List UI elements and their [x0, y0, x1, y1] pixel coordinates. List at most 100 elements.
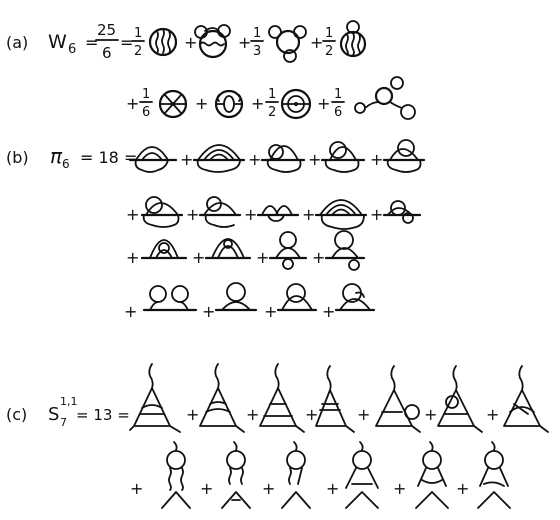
self-energy-diagram [206, 239, 250, 258]
coef-den: 6 [142, 105, 150, 120]
plus-sign: + [200, 479, 213, 498]
plus-sign: + [186, 205, 199, 224]
coef-num: 1 [268, 87, 276, 102]
plus-sign: + [126, 248, 139, 267]
vacuum-diagram-star [160, 91, 186, 117]
plus-sign: + [305, 405, 318, 424]
plus-sign: + [302, 205, 315, 224]
plus-sign: + [308, 150, 321, 169]
panel-c-lhs-sup: 1,1 [60, 395, 78, 408]
plus-sign: + [124, 302, 137, 321]
vertex-diagram [260, 364, 304, 432]
plus-sign: + [248, 150, 261, 169]
vacuum-diagram-inner-loop [216, 91, 242, 117]
panel-b-label: (b) [6, 148, 29, 167]
plus-sign: + [370, 205, 383, 224]
vertex-diagram [478, 442, 510, 508]
vertex-diagram [282, 442, 310, 508]
self-energy-diagram [316, 200, 366, 229]
plus-sign: + [238, 33, 251, 52]
panel-c-label: (c) [6, 405, 27, 424]
panel-a-frac-top: 25 [97, 21, 116, 39]
vacuum-diagram-ladder-circle [150, 29, 176, 55]
coef-den: 6 [334, 105, 342, 120]
vacuum-diagram-chain [355, 77, 415, 119]
plus-sign: + [244, 205, 257, 224]
plus-sign: + [262, 479, 275, 498]
panel-c: (c) S 1,1 7 = 13 = + + + [6, 364, 548, 508]
plus-sign: + [486, 405, 499, 424]
self-energy-diagram [326, 231, 364, 270]
coef-num: 1 [142, 87, 150, 102]
vacuum-diagram-nested [282, 90, 310, 118]
plus-sign: + [322, 302, 335, 321]
vertex-diagram [504, 366, 548, 432]
self-energy-diagram [322, 142, 364, 172]
plus-sign: + [180, 150, 193, 169]
plus-sign: + [126, 94, 139, 113]
plus-sign: + [357, 405, 370, 424]
plus-sign: + [126, 205, 139, 224]
coef-den: 2 [325, 44, 333, 59]
plus-sign: + [326, 479, 339, 498]
vertex-diagram [200, 364, 244, 432]
vertex-diagram [376, 366, 420, 432]
panel-c-lhs: S [48, 404, 59, 425]
self-energy-diagram [262, 145, 304, 172]
plus-sign: + [312, 248, 325, 267]
vacuum-diagram-ladder-bubble [341, 21, 365, 56]
vertex-diagram [316, 366, 354, 432]
vacuum-diagram-three-bubbles [269, 26, 306, 62]
plus-sign: + [456, 479, 469, 498]
vertex-diagram [346, 442, 378, 508]
vacuum-diagram-bubble-chord [195, 25, 230, 57]
plus-sign: + [251, 94, 264, 113]
coef-num: 1 [134, 26, 142, 41]
plus-sign: + [195, 94, 208, 113]
plus-sign: + [256, 248, 269, 267]
plus-sign: + [264, 302, 277, 321]
plus-sign: + [370, 150, 383, 169]
self-energy-diagram [200, 197, 240, 227]
self-energy-diagram [216, 283, 256, 310]
coef-den: 2 [268, 105, 276, 120]
panel-a-frac-bottom: 6 [102, 44, 112, 62]
self-energy-diagram [384, 140, 424, 172]
self-energy-diagram [258, 206, 298, 221]
coef-num: 1 [325, 26, 333, 41]
plus-sign: + [310, 33, 323, 52]
coef-den: 2 [134, 44, 142, 59]
panel-a-label: (a) [6, 33, 28, 52]
vertex-diagram [222, 442, 250, 508]
self-energy-diagram [142, 197, 182, 227]
panel-c-lhs-sub: 7 [60, 416, 67, 429]
self-energy-diagram [270, 232, 306, 269]
coef-num: 1 [253, 26, 261, 41]
plus-sign: + [317, 94, 330, 113]
self-energy-diagram [142, 240, 186, 258]
self-energy-diagram [144, 286, 196, 310]
panel-c-eq: = 13 = [76, 406, 130, 424]
self-energy-diagram [384, 201, 420, 223]
self-energy-diagram [194, 145, 244, 172]
vertex-diagram [416, 442, 448, 508]
plus-sign: + [202, 302, 215, 321]
plus-sign: + [246, 405, 259, 424]
vertex-diagram [438, 366, 482, 432]
coef-den: 3 [253, 44, 261, 59]
panel-a-lhs: W [48, 31, 67, 53]
coef-num: 1 [334, 87, 342, 102]
plus-sign: + [192, 248, 205, 267]
vertex-diagram [162, 442, 190, 508]
panel-a: (a) W 6 = 25 6 = 1 2 + + 1 3 [6, 21, 415, 120]
plus-sign: + [186, 405, 199, 424]
plus-sign: + [424, 405, 437, 424]
plus-sign: + [130, 479, 143, 498]
self-energy-diagram [278, 284, 316, 310]
self-energy-diagram [336, 284, 374, 310]
panel-b: (b) π 6 = 18 = + + + + [6, 140, 424, 321]
panel-b-lhs-sub: 6 [62, 157, 70, 171]
plus-sign: + [393, 479, 406, 498]
panel-a-eq2: = [120, 33, 133, 52]
